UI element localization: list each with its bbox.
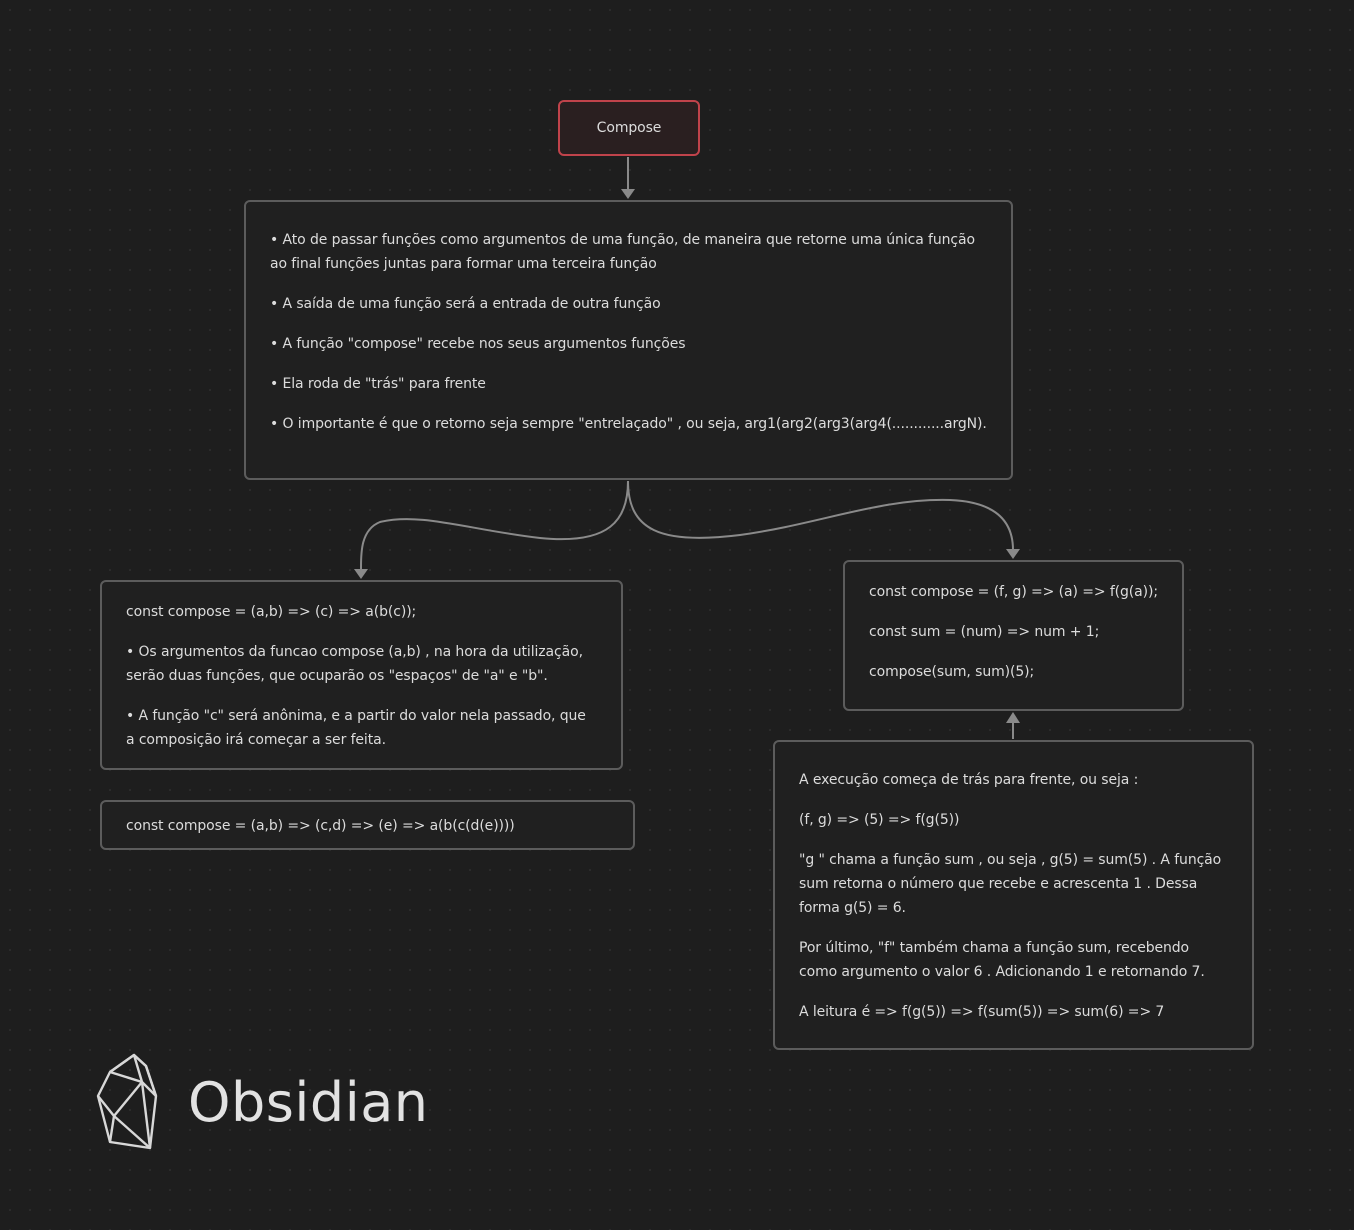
execution-paragraph: A execução começa de trás para frente, o… bbox=[799, 772, 1139, 788]
code-line: const compose = (f, g) => (a) => f(g(a))… bbox=[869, 584, 1158, 600]
explanation-item: • A função "c" será anônima, e a partir … bbox=[126, 708, 586, 748]
definition-item: • A função "compose" recebe nos seus arg… bbox=[270, 336, 686, 352]
explanation-item: • Os argumentos da funcao compose (a,b) … bbox=[126, 644, 583, 684]
canvas-node-execution[interactable]: A execução começa de trás para frente, o… bbox=[773, 740, 1254, 1050]
code-line: const sum = (num) => num + 1; bbox=[869, 624, 1100, 640]
edge-definition-to-right-head bbox=[1006, 549, 1020, 559]
edge-definition-to-left bbox=[359, 480, 629, 571]
edge-definition-to-left-head bbox=[354, 569, 368, 579]
definition-item: • O importante é que o retorno seja semp… bbox=[270, 416, 987, 432]
edge-definition-to-right bbox=[627, 480, 1014, 551]
brand-name: Obsidian bbox=[188, 1070, 429, 1134]
canvas-node-compose-multi-args[interactable]: const compose = (a,b) => (c,d) => (e) =>… bbox=[100, 800, 635, 850]
canvas-node-definition[interactable]: • Ato de passar funções como argumentos … bbox=[244, 200, 1013, 480]
canvas-node-compose-title[interactable]: Compose bbox=[558, 100, 700, 156]
code-line: const compose = (a,b) => (c) => a(b(c)); bbox=[126, 604, 417, 620]
execution-paragraph: "g " chama a função sum , ou seja , g(5)… bbox=[799, 852, 1222, 916]
canvas-node-compose-explanation[interactable]: const compose = (a,b) => (c) => a(b(c));… bbox=[100, 580, 623, 770]
edge-execution-to-code-head bbox=[1006, 712, 1020, 723]
definition-item: • Ato de passar funções como argumentos … bbox=[270, 232, 975, 272]
node-title-label: Compose bbox=[596, 120, 662, 136]
obsidian-brand: Obsidian bbox=[94, 1050, 429, 1154]
code-line: compose(sum, sum)(5); bbox=[869, 664, 1035, 680]
edge-title-to-definition-head bbox=[621, 189, 635, 199]
obsidian-logo-icon bbox=[96, 1053, 158, 1150]
definition-item: • Ela roda de "trás" para frente bbox=[270, 376, 486, 392]
definition-item: • A saída de uma função será a entrada d… bbox=[270, 296, 661, 312]
execution-paragraph: (f, g) => (5) => f(g(5)) bbox=[799, 812, 960, 828]
execution-paragraph: Por último, "f" também chama a função su… bbox=[799, 940, 1205, 980]
canvas-node-code-example[interactable]: const compose = (f, g) => (a) => f(g(a))… bbox=[843, 560, 1184, 711]
code-line: const compose = (a,b) => (c,d) => (e) =>… bbox=[126, 818, 515, 834]
execution-paragraph: A leitura é => f(g(5)) => f(sum(5)) => s… bbox=[799, 1004, 1165, 1020]
